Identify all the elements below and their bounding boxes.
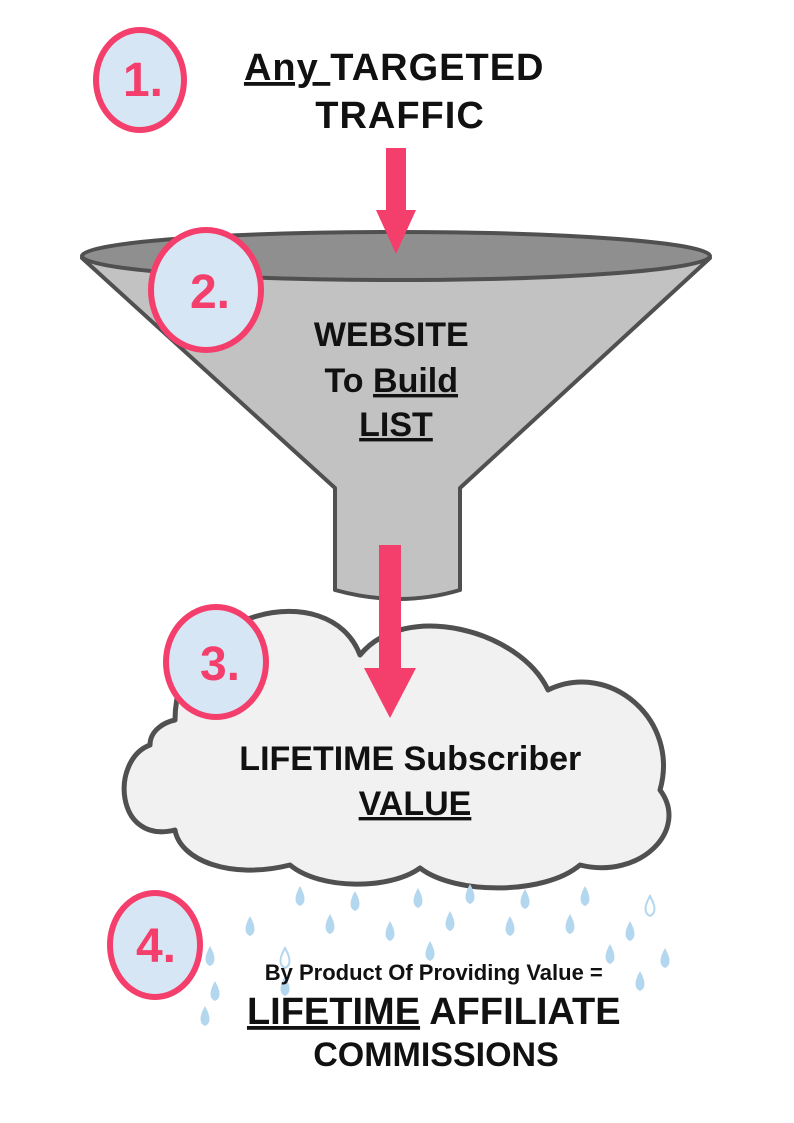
raindrop-icon: [295, 886, 305, 906]
step-4-line-1: By Product Of Providing Value =: [265, 960, 603, 985]
raindrop-icon: [660, 948, 670, 968]
arrow-2-shaft: [379, 545, 401, 675]
step-4-underlined-word: LIFETIME: [247, 991, 420, 1033]
raindrop-icon: [385, 921, 395, 941]
step-4-keyword: AFFILIATE: [420, 991, 621, 1033]
raindrop-icon: [279, 945, 291, 970]
step-1-badge: 1.: [93, 27, 187, 133]
raindrop-icon: [505, 916, 515, 936]
raindrop-icon: [205, 946, 215, 966]
raindrop-icon: [325, 914, 335, 934]
arrow-1-head: [376, 210, 416, 254]
step-4-line-2: LIFETIME AFFILIATE: [247, 991, 621, 1033]
step-4-number: 4.: [136, 920, 176, 973]
step-2-line-2: To Build: [325, 362, 458, 400]
raindrop-icon: [520, 889, 530, 909]
arrow-down-icon: [376, 148, 416, 254]
arrow-down-icon: [364, 545, 416, 718]
step-1-keyword: TARGETED: [330, 47, 544, 89]
raindrop-icon: [625, 921, 635, 941]
raindrop-icon: [425, 941, 435, 961]
step-1-label: Any TARGETED TRAFFIC: [244, 47, 556, 137]
raindrop-icon: [605, 944, 615, 964]
raindrop-icon: [210, 981, 220, 1001]
raindrop-icon: [644, 893, 656, 918]
funnel-body: [80, 256, 712, 601]
step-2-circle: [148, 227, 264, 353]
step-4-label: By Product Of Providing Value = LIFETIME…: [247, 960, 625, 1074]
raindrop-icon: [565, 914, 575, 934]
step-1-underlined-word: Any: [244, 47, 330, 89]
step-3-line-1: LIFETIME Subscriber: [239, 740, 581, 778]
step-3-label: LIFETIME Subscriber VALUE: [239, 740, 590, 823]
arrow-1-shaft: [386, 148, 406, 218]
step-2-line-1: WEBSITE: [314, 316, 469, 354]
step-2-line-3: LIST: [359, 406, 433, 444]
step-2-prefix: To: [325, 362, 373, 400]
step-1-line-1: Any TARGETED: [244, 47, 556, 89]
step-3-badge: 3.: [163, 604, 269, 720]
step-1-number: 1.: [123, 54, 163, 107]
step-3-number: 3.: [200, 638, 240, 691]
step-2-number: 2.: [190, 266, 230, 319]
step-4-line-3: COMMISSIONS: [313, 1036, 559, 1074]
raindrop-icon: [635, 971, 645, 991]
step-4-badge: 4.: [107, 890, 203, 1000]
arrow-2-head: [364, 668, 416, 718]
raindrop-icon: [413, 888, 423, 908]
raindrop-icon: [245, 916, 255, 936]
raindrop-icon: [280, 976, 290, 996]
step-4-circle: [107, 890, 203, 1000]
step-2-badge: 2.: [148, 227, 264, 353]
step-2-label: WEBSITE To Build LIST: [314, 316, 478, 444]
rain: [200, 884, 670, 1026]
raindrop-icon: [580, 886, 590, 906]
raindrop-icon: [445, 911, 455, 931]
raindrop-icon: [465, 884, 475, 904]
raindrop-icon: [350, 891, 360, 911]
step-3-circle: [163, 604, 269, 720]
raindrop-icon: [200, 1006, 210, 1026]
step-2-underlined-word: Build: [373, 362, 458, 400]
step-1-circle: [93, 27, 187, 133]
step-1-line-2: TRAFFIC: [315, 95, 485, 137]
step-3-line-2: VALUE: [359, 785, 472, 823]
